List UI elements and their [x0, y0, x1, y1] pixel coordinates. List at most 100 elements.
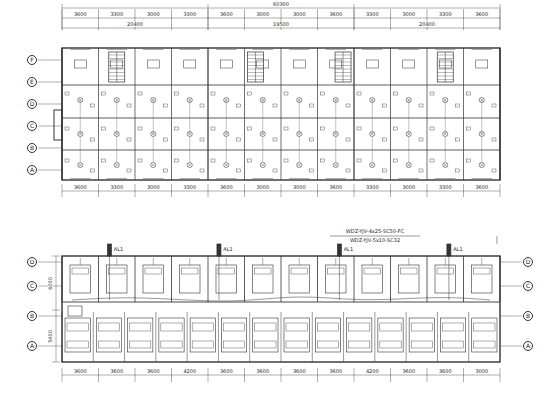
plan-line: [435, 49, 456, 50]
plan-rect: [346, 169, 350, 172]
plan-line: [317, 184, 318, 197]
axis-bubble: F: [27, 55, 37, 65]
dimension-text: 3600: [292, 369, 307, 374]
axis-letter: A: [30, 167, 34, 173]
plan-rect: [437, 52, 453, 82]
plan-line: [399, 178, 420, 179]
plan-line: [326, 178, 347, 179]
dimension-text: 3600: [438, 369, 453, 374]
plan-line: [289, 178, 310, 179]
plan-rect: [476, 60, 488, 68]
plan-line: [480, 163, 484, 167]
axis-letter: C: [526, 283, 530, 289]
plan-rect: [442, 323, 463, 331]
plan-line: [500, 286, 522, 287]
plan-rect: [211, 159, 215, 162]
dimension-text: 3600: [73, 12, 88, 17]
plan-line: [70, 178, 91, 179]
plan-line: [226, 100, 227, 134]
plan-rect: [357, 127, 361, 130]
plan-line: [299, 100, 300, 134]
plan-rect: [456, 169, 460, 172]
plan-line: [408, 100, 409, 134]
light-fixture: [224, 162, 229, 167]
plan-rect: [380, 323, 401, 331]
dimension-text: AL1: [343, 247, 354, 252]
light-fixture: [260, 162, 265, 167]
plan-rect: [321, 127, 325, 130]
plan-rect: [273, 138, 277, 141]
plan-line: [427, 256, 428, 302]
plan-line: [481, 100, 482, 134]
plan-rect: [284, 318, 309, 352]
plan-rect: [96, 318, 121, 352]
plan-line: [62, 191, 500, 192]
dimension-text: 3600: [474, 12, 489, 17]
plan-rect: [357, 92, 361, 95]
plan-rect: [192, 341, 213, 348]
plan-rect: [492, 169, 496, 172]
plan-rect: [221, 318, 246, 352]
plan-line: [443, 163, 447, 167]
plan-line: [224, 163, 228, 167]
plan-rect: [328, 268, 345, 274]
plan-line: [299, 258, 300, 265]
wiring-run: [72, 297, 490, 301]
plan-rect: [366, 60, 378, 68]
plan-line: [445, 258, 446, 265]
plan-line: [38, 126, 62, 127]
dimension-text: 3300: [438, 185, 453, 190]
plan-line: [343, 52, 344, 82]
plan-rect: [190, 318, 215, 352]
plan-line: [289, 49, 310, 50]
plan-line: [390, 256, 391, 302]
plan-rect: [394, 159, 398, 162]
plan-line: [98, 256, 99, 302]
plan-line: [317, 256, 318, 302]
plan-rect: [253, 265, 274, 293]
plan-line: [281, 48, 282, 180]
dimension-text: 3600: [328, 12, 343, 17]
plan-rect: [220, 60, 232, 68]
plan-line: [208, 184, 209, 197]
plan-rect: [102, 159, 106, 162]
plan-rect: [321, 159, 325, 162]
dimension-text: 3600: [219, 369, 234, 374]
plan-rect: [255, 268, 272, 274]
plan-rect: [127, 104, 131, 107]
plan-rect: [237, 169, 241, 172]
plan-line: [407, 163, 411, 167]
plan-line: [335, 100, 336, 134]
plan-line: [226, 258, 227, 265]
dimension-text: 3600: [474, 185, 489, 190]
plan-line: [38, 316, 62, 317]
plan-rect: [430, 127, 434, 130]
plan-line: [445, 52, 446, 82]
plan-rect: [218, 268, 235, 274]
plan-rect: [257, 60, 269, 68]
plan-line: [372, 100, 373, 134]
plan-line: [390, 9, 391, 30]
plan-rect: [409, 318, 434, 352]
plan-rect: [164, 104, 168, 107]
plan-rect: [467, 92, 471, 95]
plan-rect: [91, 138, 95, 141]
light-fixture: [297, 162, 302, 167]
light-fixture: [443, 162, 448, 167]
plan-rect: [467, 127, 471, 130]
plan-line: [261, 163, 265, 167]
plan-line: [390, 184, 391, 197]
plan-rect: [161, 341, 182, 348]
axis-letter: B: [526, 313, 530, 319]
plan-line: [52, 362, 60, 363]
plan-line: [109, 256, 110, 300]
plan-line: [480, 163, 484, 167]
plan-rect: [456, 104, 460, 107]
plan-line: [500, 256, 501, 302]
plan-rect: [472, 265, 493, 293]
plan-rect: [54, 110, 62, 140]
plan-rect: [399, 265, 420, 293]
plan-rect: [440, 318, 465, 352]
plan-line: [226, 137, 227, 162]
plan-rect: [159, 318, 184, 352]
